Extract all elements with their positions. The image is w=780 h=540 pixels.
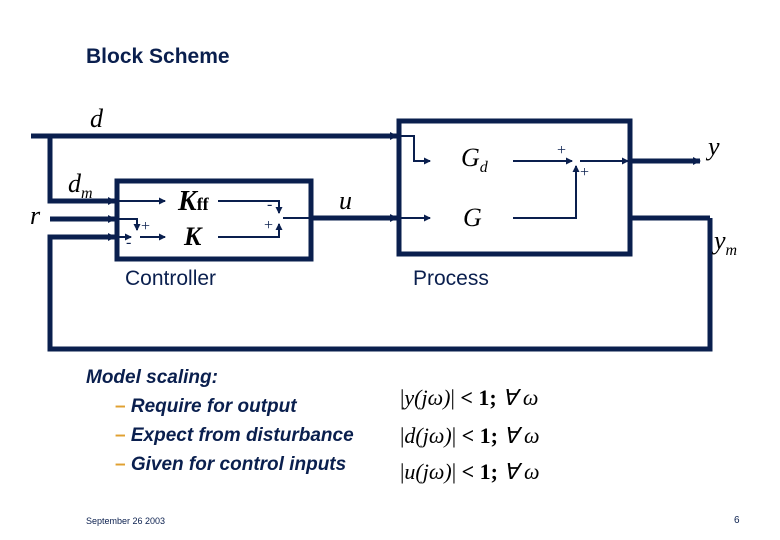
eq-rel: < 1;: [461, 423, 498, 448]
equation-u: |u(jω)| < 1; ∀ ω: [400, 459, 540, 484]
label-kff-sub: ff: [196, 194, 209, 214]
kff-to-sum2-arrow: [218, 200, 283, 214]
process-caption: Process: [413, 267, 489, 290]
eq-quant: ∀ ω: [503, 423, 540, 448]
eq-quant: ∀ ω: [502, 385, 539, 410]
label-y: y: [708, 132, 720, 161]
label-kff-base: K: [178, 186, 197, 217]
eq-arg: (jω): [414, 385, 451, 410]
eq-arg: (jω): [415, 423, 452, 448]
label-kff: Kff: [178, 186, 209, 218]
note-item: – Given for control inputs: [115, 454, 346, 476]
label-dm-sub: m: [81, 185, 93, 203]
label-gd-base: G: [461, 143, 480, 172]
bullet-dash: –: [115, 425, 126, 446]
label-gd-sub: d: [479, 159, 488, 177]
eq-rel: < 1;: [460, 385, 497, 410]
feedback-ym-line: [47, 218, 713, 352]
footer-date: September 26 2003: [86, 516, 166, 526]
sum1-minus-sign: -: [126, 234, 132, 251]
sum3-plus-top: +: [557, 142, 567, 159]
equation-y: |y(jω)| < 1; ∀ ω: [400, 385, 539, 410]
label-ym: ym: [714, 226, 737, 260]
note-text: Require for output: [130, 396, 297, 417]
label-u: u: [339, 186, 352, 215]
equation-d: |d(jω)| < 1; ∀ ω: [400, 423, 540, 448]
sum2-plus-sign: +: [264, 217, 274, 234]
signal-dm-line: [47, 136, 116, 205]
k-to-sum2-arrow: [218, 223, 283, 238]
note-text: Given for control inputs: [130, 454, 347, 475]
note-text: Expect from disturbance: [130, 425, 354, 446]
r-to-sum1-arrow: [117, 218, 141, 231]
d-to-gd-arrow: [399, 135, 431, 165]
notes-heading: Model scaling:: [86, 367, 218, 388]
label-d: d: [90, 104, 103, 133]
controller-caption: Controller: [125, 267, 217, 290]
note-item: – Require for output: [115, 396, 297, 418]
eq-quant: ∀ ω: [503, 459, 540, 484]
eq-arg: (jω): [415, 459, 452, 484]
label-r: r: [30, 201, 41, 230]
label-k: K: [184, 222, 202, 251]
eq-var: u: [404, 459, 416, 484]
label-dm: dm: [68, 169, 93, 203]
process-block: [396, 118, 633, 257]
eq-rel: < 1;: [461, 459, 498, 484]
eq-var: y: [404, 385, 415, 410]
bullet-dash: –: [115, 396, 126, 417]
eq-var: d: [404, 423, 416, 448]
sum1-plus-sign: +: [141, 218, 151, 235]
note-item: – Expect from disturbance: [115, 425, 354, 447]
label-gd: Gd: [461, 143, 488, 177]
bullet-dash: –: [115, 454, 126, 475]
label-g: G: [463, 203, 482, 232]
g-to-sum-arrow: [513, 165, 580, 219]
sum3-plus-bottom: +: [580, 164, 590, 181]
sum2-minus-sign: -: [267, 196, 273, 213]
page-number: 6: [734, 515, 740, 526]
slide-title: Block Scheme: [86, 45, 230, 68]
label-ym-base: y: [714, 226, 726, 255]
label-ym-sub: m: [725, 242, 738, 260]
label-dm-base: d: [68, 169, 81, 198]
